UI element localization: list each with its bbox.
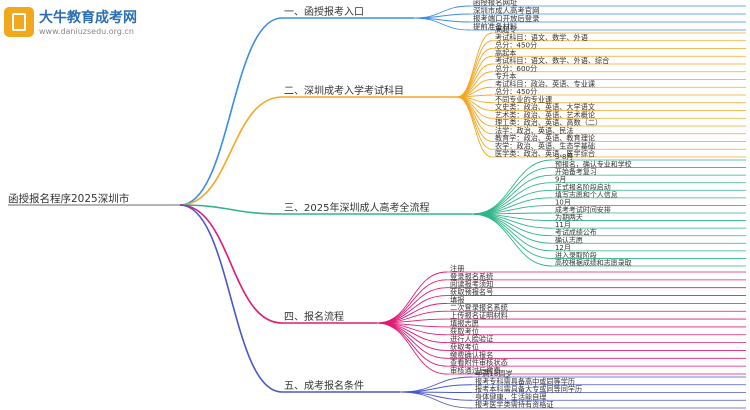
- branch-label-5: 五、成考报名条件: [284, 379, 364, 392]
- leaf-link-3-13: [471, 213, 553, 252]
- leaf-label-4-7: 上传报名证明材料: [450, 311, 508, 320]
- leaf-label-2-7: 专升本: [495, 72, 516, 81]
- leaf-label-4-5: 填报: [450, 295, 464, 304]
- branch-link-1: [179, 17, 283, 206]
- leaf-label-2-1: 高起专: [495, 25, 516, 34]
- mindmap-links: [179, 5, 553, 409]
- leaf-label-1-4: 提前准备材料: [473, 22, 518, 31]
- leaf-link-1-2: [413, 13, 471, 19]
- leaf-label-3-10: 11月: [555, 221, 571, 229]
- leaf-label-5-5: 报考医学类需持有资格证: [475, 400, 554, 409]
- branch-link-3: [179, 204, 283, 215]
- branch-link-4: [179, 204, 283, 324]
- branch-link-2: [179, 96, 283, 206]
- leaf-label-2-14: 法学：政治、英语、民法: [495, 126, 574, 135]
- leaf-label-5-2: 报考专科需具备高中或同等学历: [475, 377, 575, 386]
- leaf-label-2-10: 不同专业的专业课: [495, 95, 552, 104]
- leaf-label-2-17: 医学类：政治、英语、医学综合: [495, 149, 595, 158]
- mindmap-nodes: 函授报名程序2025深圳市 一、函授报考入口 函授报名网址深圳市成人高考官网报考端口…: [8, 0, 746, 409]
- brand-subtitle: www.daniuzsedu.org.cn: [39, 27, 134, 36]
- leaf-link-4-2: [376, 279, 448, 324]
- leaf-link-4-13: [376, 322, 448, 367]
- leaf-label-3-4: 9月: [555, 176, 566, 184]
- leaf-label-2-2: 考试科目：语文、数学、外语: [495, 33, 588, 42]
- leaf-link-4-1: [376, 271, 448, 324]
- leaf-label-2-15: 教育学：政治、英语、教育理论: [495, 134, 595, 143]
- leaf-label-2-16: 农学：政治、英语、生态学基础: [495, 141, 595, 150]
- branch-label-2: 二、深圳成考入学考试科目: [284, 84, 404, 97]
- leaf-label-3-12: 确认志愿: [555, 235, 583, 244]
- leaf-link-3-3: [471, 174, 553, 215]
- leaf-label-4-1: 注册: [450, 264, 464, 273]
- leaf-label-4-12: 缴费确认报名: [450, 350, 493, 359]
- leaf-link-5-2: [399, 384, 473, 393]
- branch-label-1: 一、函授报考入口: [284, 5, 364, 18]
- leaf-label-2-3: 总分：450分: [495, 41, 537, 50]
- leaf-link-5-4: [399, 391, 473, 401]
- leaf-link-5-1: [399, 376, 473, 393]
- branch-label-4: 四、报名流程: [284, 310, 344, 323]
- leaf-link-3-12: [471, 213, 553, 244]
- leaf-label-1-2: 深圳市成人高考官网: [473, 6, 540, 15]
- leaf-label-3-13: 12月: [555, 244, 571, 252]
- leaf-label-4-9: 获取考位: [450, 327, 479, 336]
- leaf-link-2-13: [456, 96, 493, 127]
- root-node-label: 函授报名程序2025深圳市: [8, 192, 129, 205]
- leaf-link-4-12: [376, 322, 448, 359]
- leaf-label-3-9: 为期两天: [555, 213, 583, 222]
- leaf-label-4-14: 审核通过后缴费: [450, 366, 501, 375]
- leaf-label-1-3: 报考端口开放后登录: [473, 14, 540, 23]
- leaf-label-3-2: 预报名，确认专业和学校: [555, 160, 632, 169]
- leaf-label-3-7: 10月: [555, 198, 571, 206]
- leaf-label-2-4: 高起本: [495, 48, 516, 57]
- leaf-label-3-14: 进入录取阶段: [555, 250, 597, 259]
- leaf-label-3-5: 正式报名阶段启动: [555, 182, 611, 191]
- leaf-label-5-4: 身体健康，生活能自理: [475, 392, 546, 401]
- brand-logo: 大牛教育成考网 www.daniuzsedu.org.cn: [4, 5, 154, 45]
- leaf-link-2-16: [456, 96, 493, 150]
- leaf-link-2-4: [456, 55, 493, 98]
- leaf-label-3-15: 高校根据成绩和志愿录取: [555, 258, 632, 267]
- leaf-label-4-8: 填报志愿: [450, 319, 479, 328]
- leaf-link-4-14: [376, 322, 448, 375]
- leaf-link-4-3: [376, 287, 448, 324]
- leaf-label-4-10: 进行人脸验证: [450, 335, 493, 344]
- leaf-label-4-11: 获取考位: [450, 342, 479, 351]
- leaf-label-5-3: 报考本科需具备大专或同等同学历: [475, 385, 582, 394]
- leaf-link-3-5: [471, 189, 553, 215]
- leaf-label-1-1: 函授报名网址: [473, 0, 518, 7]
- leaf-label-2-9: 总分：450分: [495, 87, 537, 96]
- leaf-label-4-2: 登录报名系统: [450, 272, 493, 281]
- leaf-link-2-17: [456, 96, 493, 158]
- leaf-label-4-13: 查看附件审核状态: [450, 358, 508, 367]
- leaf-label-3-8: 成考考试时间安排: [555, 205, 611, 214]
- leaf-label-3-1: 3-8月: [555, 153, 573, 161]
- leaf-label-2-13: 理工类：政治、英语、高数（二）: [495, 118, 602, 127]
- leaf-link-3-15: [471, 213, 553, 267]
- leaf-link-5-5: [399, 391, 473, 409]
- book-icon: [4, 7, 34, 37]
- leaf-label-4-4: 获取预报名号: [450, 288, 493, 297]
- leaf-label-2-12: 艺术类：政治、英语、艺术概论: [495, 110, 595, 119]
- leaf-link-4-10: [376, 322, 448, 344]
- leaf-label-5-1: 年满18周岁: [475, 369, 513, 378]
- leaf-label-2-8: 考试科目：政治、英语、专业课: [495, 79, 595, 88]
- leaf-link-4-5: [376, 302, 448, 324]
- brand-title: 大牛教育成考网: [39, 10, 137, 26]
- branch-link-5: [179, 204, 283, 393]
- leaf-label-3-3: 开始备考复习: [555, 167, 597, 176]
- leaf-label-2-5: 考试科目：语文、数学、外语、综合: [495, 56, 609, 65]
- leaf-label-3-6: 填写志愿和个人信息: [555, 190, 618, 199]
- leaf-label-4-6: 二次登录报名系统: [450, 303, 508, 312]
- leaf-link-1-4: [413, 17, 471, 31]
- leaf-label-2-11: 文史类：政治、英语、大学语文: [495, 103, 595, 112]
- branch-label-3: 三、2025年深圳成人高考全流程: [284, 201, 429, 214]
- leaf-label-3-11: 考试成绩公布: [555, 228, 597, 237]
- leaf-label-4-3: 阅读报考须知: [450, 280, 493, 289]
- leaf-label-2-6: 总分：600分: [495, 64, 537, 73]
